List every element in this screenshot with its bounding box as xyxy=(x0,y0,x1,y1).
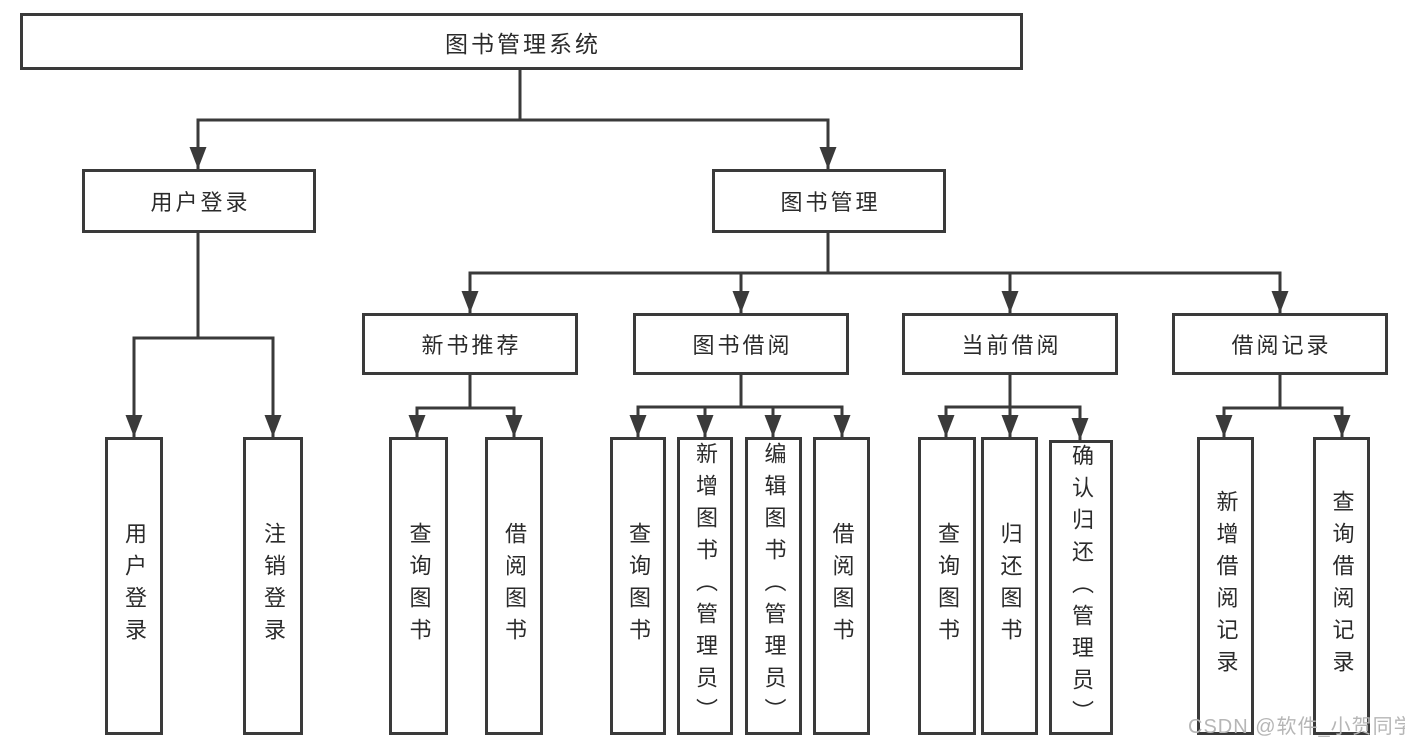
node-label: 新增图书（管理员） xyxy=(693,442,718,730)
csdn-watermark: CSDN @软件_小贺同学 xyxy=(1188,716,1405,738)
node-label: 图书管理系统 xyxy=(445,30,601,57)
leaf-bb-query-books: 查询图书 xyxy=(610,437,666,735)
node-label: 注销登录 xyxy=(261,522,286,650)
node-label: 查询图书 xyxy=(935,522,960,650)
leaf-bb-add-books-admin: 新增图书（管理员） xyxy=(677,437,733,735)
connector-current-borrow-children xyxy=(937,373,1089,440)
node-label: 当前借阅 xyxy=(961,333,1062,358)
leaf-logout: 注销登录 xyxy=(243,437,303,735)
connector-borrow-record-children xyxy=(1215,373,1351,437)
connector-user-login-children xyxy=(125,231,282,437)
node-label: 借阅图书 xyxy=(829,522,855,650)
leaf-bb-borrow-books: 借阅图书 xyxy=(813,437,870,735)
leaf-nbr-borrow-books: 借阅图书 xyxy=(485,437,543,735)
node-borrowing-records: 借阅记录 xyxy=(1172,313,1388,375)
leaf-user-login: 用户登录 xyxy=(105,437,163,735)
connector-book-mgmt-children xyxy=(461,231,1289,313)
leaf-br-query-record: 查询借阅记录 xyxy=(1313,437,1370,735)
node-root-library-system: 图书管理系统 xyxy=(20,13,1023,70)
node-new-book-recommendation: 新书推荐 xyxy=(362,313,578,375)
leaf-cb-query-books: 查询图书 xyxy=(918,437,976,735)
node-current-borrowing: 当前借阅 xyxy=(902,313,1118,375)
leaf-br-add-record: 新增借阅记录 xyxy=(1197,437,1254,735)
node-label: 编辑图书（管理员） xyxy=(761,442,787,730)
node-label: 查询图书 xyxy=(626,522,651,650)
node-label: 新书推荐 xyxy=(421,333,522,358)
node-label: 查询借阅记录 xyxy=(1329,490,1355,682)
node-book-borrowing: 图书借阅 xyxy=(633,313,849,375)
node-book-management: 图书管理 xyxy=(712,169,946,233)
node-label: 确认归还（管理员） xyxy=(1069,443,1094,732)
connector-new-book-rec-children xyxy=(408,373,523,437)
leaf-cb-return-books: 归还图书 xyxy=(981,437,1038,735)
node-label: 用户登录 xyxy=(150,190,251,215)
node-label: 用户登录 xyxy=(122,522,147,650)
node-user-login: 用户登录 xyxy=(82,169,316,233)
connector-book-borrow-children xyxy=(629,373,851,437)
node-label: 归还图书 xyxy=(997,522,1023,650)
node-label: 查询图书 xyxy=(406,522,432,650)
leaf-cb-confirm-return-admin: 确认归还（管理员） xyxy=(1049,440,1113,735)
node-label: 图书管理 xyxy=(780,190,881,215)
node-label: 借阅图书 xyxy=(502,522,527,650)
node-label: 借阅记录 xyxy=(1231,333,1332,358)
leaf-nbr-query-books: 查询图书 xyxy=(389,437,448,735)
node-label: 图书借阅 xyxy=(692,333,793,358)
leaf-bb-edit-books-admin: 编辑图书（管理员） xyxy=(745,437,802,735)
connector-root-to-level2 xyxy=(189,68,837,169)
node-label: 新增借阅记录 xyxy=(1213,490,1239,682)
